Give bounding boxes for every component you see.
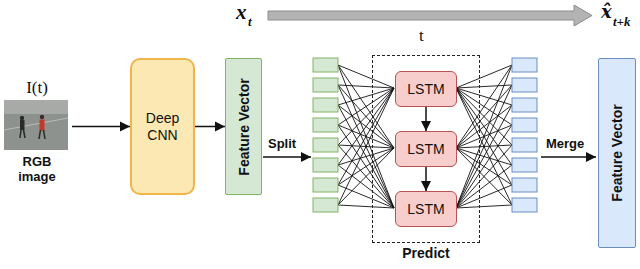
split-label: Split	[268, 136, 296, 151]
fan-wire	[338, 148, 394, 185]
fan-wire	[338, 85, 394, 88]
fan-wire	[338, 85, 394, 148]
fan-wires	[338, 65, 512, 208]
connector-arrow	[425, 167, 427, 191]
fan-wire	[456, 125, 512, 208]
fan-wire	[456, 148, 512, 185]
predict-group: PredictLSTMLSTMLSTM	[372, 55, 480, 243]
fan-wire	[456, 148, 512, 205]
feature-vector: Feature Vector	[598, 58, 636, 248]
input-cell	[313, 178, 338, 192]
fan-wire	[456, 205, 512, 208]
feature-vector: Feature Vector	[225, 58, 262, 195]
fan-wire	[456, 65, 512, 88]
output-cell	[512, 178, 537, 192]
fan-wire	[456, 65, 512, 208]
image-input: I(t) RGB image	[2, 78, 72, 188]
vector-label: Feature Vector	[609, 104, 625, 201]
person-head	[40, 115, 44, 119]
photo-floor-line	[4, 118, 68, 130]
cnn-box: Deep CNN	[130, 58, 195, 195]
person-leg	[39, 130, 41, 139]
person-body	[40, 120, 45, 131]
vector-symbol: x	[236, 0, 247, 24]
fan-wire	[338, 125, 394, 208]
vector-symbol: x̂	[601, 0, 612, 24]
fan-wire	[338, 65, 394, 208]
merge-arrow	[541, 156, 596, 158]
fan-wire	[338, 105, 394, 208]
output-cell	[512, 118, 537, 132]
fan-wire	[456, 85, 512, 88]
lstm-box: LSTM	[395, 71, 457, 107]
rgb-photo	[4, 100, 68, 150]
person-head	[20, 116, 24, 120]
split-arrow	[263, 156, 311, 158]
subscript: t+k	[613, 14, 631, 29]
person-leg	[20, 130, 21, 138]
fan-wire	[456, 145, 512, 208]
fan-wire	[338, 88, 394, 185]
input-cell	[313, 98, 338, 112]
fan-wire	[338, 85, 394, 208]
person-leg	[24, 130, 26, 138]
input-cell	[313, 158, 338, 172]
time-label: t	[419, 26, 424, 45]
group-label: Predict	[363, 245, 489, 262]
image-caption: RGB image	[7, 154, 67, 184]
output-cell	[512, 78, 537, 92]
fan-wire	[338, 205, 394, 208]
input-cell	[313, 78, 338, 92]
photo-ground	[4, 100, 68, 150]
output-cell	[512, 138, 537, 152]
fan-wire	[456, 85, 512, 208]
merge-label: Merge	[546, 136, 584, 151]
lstm-box: LSTM	[395, 131, 457, 167]
fan-wire	[456, 88, 512, 205]
input-cell	[313, 58, 338, 72]
fan-wire	[338, 88, 394, 205]
fan-wire	[456, 105, 512, 208]
fan-wire	[338, 65, 394, 88]
box-label: LSTM	[407, 81, 444, 98]
fan-wire	[456, 85, 512, 148]
connector-arrow	[425, 107, 427, 131]
image-title: I(t)	[2, 78, 72, 98]
connector-arrow	[195, 126, 225, 128]
box-label: LSTM	[407, 141, 444, 158]
person-body	[20, 120, 25, 130]
output-cell	[512, 98, 537, 112]
input-cell	[313, 198, 338, 212]
input-cell	[313, 118, 338, 132]
subscript: t	[248, 14, 252, 29]
person-leg	[44, 130, 46, 139]
time-arrow	[268, 5, 592, 26]
output-cell	[512, 198, 537, 212]
output-cell	[512, 58, 537, 72]
box-label: LSTM	[407, 201, 444, 218]
input-cell	[313, 138, 338, 152]
photo-wall	[4, 100, 68, 114]
vector-cells	[313, 58, 537, 212]
output-cell	[512, 158, 537, 172]
fan-wire	[456, 88, 512, 185]
fan-wire	[338, 148, 394, 205]
box-label: Deep CNN	[135, 110, 190, 144]
vector-label: Feature Vector	[236, 78, 252, 175]
lstm-box: LSTM	[395, 191, 457, 227]
connector-arrow	[72, 126, 130, 128]
fan-wire	[338, 145, 394, 208]
